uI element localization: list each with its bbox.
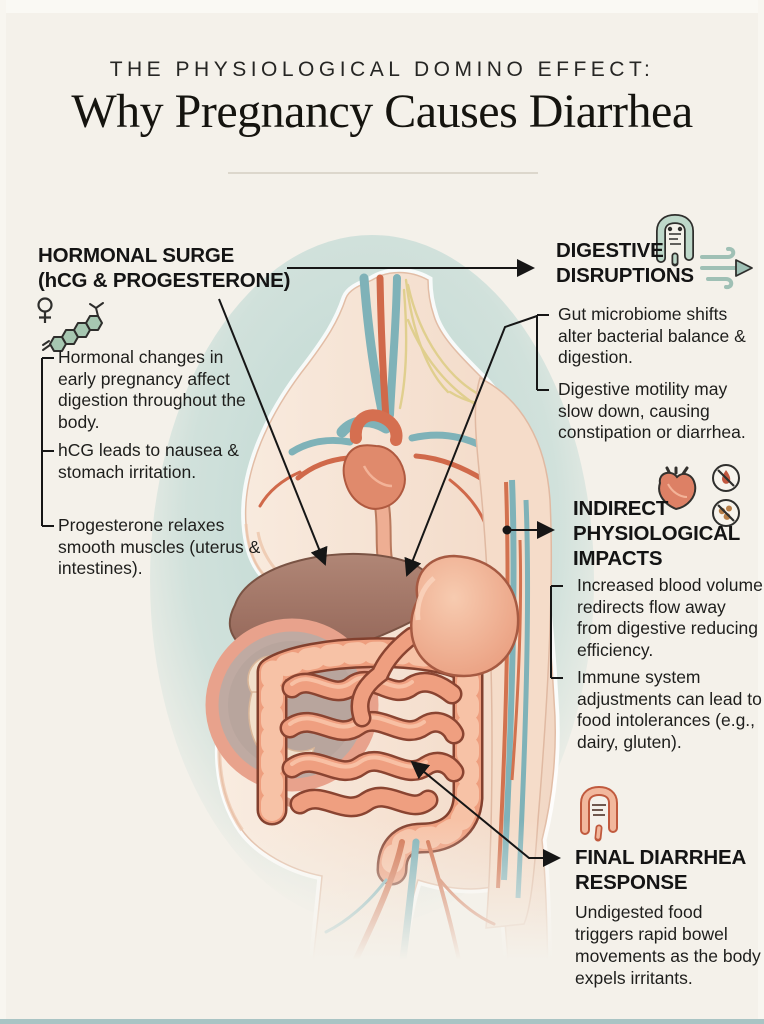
no-food-icon — [712, 499, 740, 527]
bracket-hormonal — [41, 357, 54, 527]
progesterone-molecule-icon — [37, 297, 104, 352]
heart-icon — [658, 466, 697, 511]
title-kicker: THE PHYSIOLOGICAL DOMINO EFFECT: — [109, 58, 655, 81]
intestine-icon — [656, 214, 694, 267]
title-divider — [228, 172, 538, 174]
hormonal-title-line2: (hCG & PROGESTERONE) — [38, 269, 291, 292]
page-title: Why Pregnancy Causes Diarrhea — [71, 85, 693, 138]
hormonal-section-title: HORMONAL SURGE (hCG & PROGESTERONE) — [38, 243, 308, 293]
heart — [336, 409, 406, 510]
frame-edge-left — [0, 0, 6, 1024]
final-section-title: FINAL DIARRHEA RESPONSE — [575, 846, 746, 894]
colon-icon — [580, 786, 618, 842]
anatomy-illustration — [150, 235, 620, 1020]
bottom-fade — [150, 820, 620, 1020]
frame-edge-bottom — [0, 1019, 764, 1024]
indirect-item-1: Increased blood volume redirects flow aw… — [577, 575, 763, 660]
hormonal-title-line1: HORMONAL SURGE — [38, 244, 235, 267]
digestive-item-2: Digestive motility may slow down, causin… — [558, 379, 746, 442]
frame-edge-right — [758, 0, 764, 1024]
female-symbol — [37, 297, 53, 323]
indirect-section-title: INDIRECT PHYSIOLOGICAL IMPACTS — [573, 497, 740, 570]
final-section-body: Undigested food triggers rapid bowel mov… — [575, 902, 761, 988]
hormonal-item-2: hCG leads to nausea & stomach irritation… — [58, 440, 239, 482]
indirect-item-2: Immune system adjustments can lead to fo… — [577, 667, 762, 752]
hormonal-item-1: Hormonal changes in early pregnancy affe… — [58, 347, 246, 432]
digestive-section-title: DIGESTIVE DISRUPTIONS — [556, 239, 694, 287]
stomach — [350, 554, 520, 728]
digestive-item-1: Gut microbiome shifts alter bacterial ba… — [558, 304, 746, 367]
frame-edge-top — [0, 0, 764, 13]
hormonal-item-3: Progesterone relaxes smooth muscles (ute… — [58, 515, 261, 578]
wind-arrow-icon — [700, 246, 753, 290]
no-blood-drop-icon — [712, 464, 740, 492]
